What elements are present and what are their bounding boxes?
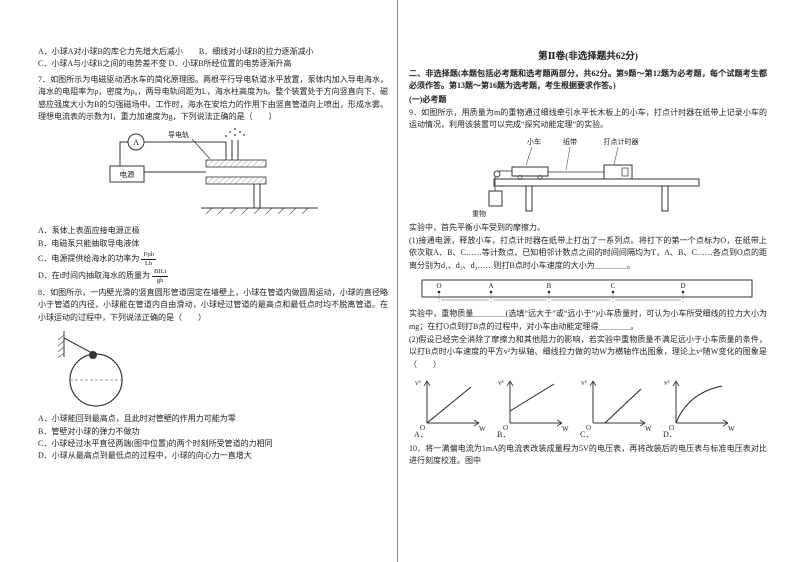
question-7-option-c: C．电源提供给海水的功率为 I²ρh Lb	[38, 251, 388, 267]
question-7-text: 7．如图所示为电磁驱动洒水车的简化原理图。两根平行导电轨道水平放置，泵体内加入导…	[38, 74, 388, 121]
y-axis-label: v²	[664, 379, 670, 387]
timer-label: 打点计时器	[603, 137, 638, 146]
section-ii-instructions: 二、非选择题(本题包括必考题和选考题两部分，共62分。第9题～第12题为必考题，…	[409, 68, 767, 91]
tape-label: 纸带	[563, 137, 577, 146]
tape-point-a: A	[488, 282, 493, 290]
graph-c-label: C．	[580, 430, 594, 440]
pulley-icon	[493, 170, 500, 178]
question-9-graph-options: v² W O A． v² W O B．	[413, 373, 767, 440]
question-7-figure: A 电源 导电轨	[109, 128, 318, 215]
ammeter-label: A	[133, 138, 139, 147]
ball-icon	[89, 351, 97, 360]
right-column: 第Ⅱ卷(非选择题共62分) 二、非选择题(本题包括必考题和选考题两部分，共62分…	[409, 50, 767, 469]
origin-label: O	[586, 424, 591, 432]
x-axis-label: W	[728, 425, 735, 433]
option-c-fraction: I²ρh Lb	[141, 251, 156, 267]
option-c-text: C．电源提供给海水的功率为	[38, 253, 140, 263]
question-8-option-b: B．管壁对小球的弹力不做功	[38, 426, 140, 436]
graph-a-label: A．	[414, 430, 428, 440]
option-d-fraction: BILt gh	[152, 268, 169, 284]
question-7-option-d: D．在t时间内抽取海水的质量为 BILt gh	[38, 268, 388, 284]
left-column: A．小球A对小球B的库仑力先增大后减小 B．细线对小球B的拉力逐渐减小 C．小球…	[38, 46, 388, 463]
power-supply-icon	[109, 165, 144, 183]
timer-icon	[603, 164, 632, 180]
question-7-option-b: B．电磁泵只能抽取导电液体	[38, 238, 140, 248]
section-ii-header: 第Ⅱ卷(非选择题共62分)	[538, 52, 638, 62]
weight-icon	[488, 190, 502, 207]
graph-b-label: B．	[497, 430, 511, 440]
y-axis-label: v²	[581, 379, 587, 387]
question-9-item-2: (2)假设已经完全消除了摩擦力和其他阻力的影响，若实验中重物质量不满足远小于小车…	[409, 335, 767, 369]
graph-option-b: v² W O B．	[496, 373, 570, 440]
y-axis-label: v²	[498, 379, 504, 387]
y-axis-label: v²	[415, 379, 421, 387]
question-8-option-c: C．小球经过水平直径两端(图中位置)的两个时刻所受管道的力相同	[38, 438, 273, 448]
column-divider	[397, 0, 398, 562]
origin-label: O	[503, 424, 508, 432]
graph-option-a: v² W O A．	[413, 373, 487, 440]
graph-option-d: v² W O D．	[662, 373, 736, 440]
prev-question-options-cd: C．小球A与小球B之间的电势差不变 D．小球B所经位置的电势逐渐升高	[38, 59, 292, 69]
question-8-text: 8．如图所示，一内壁光滑的竖直圆形管道固定在墙壁上，小球在管道内做圆周运动，小球…	[38, 288, 388, 322]
graph-d-label: D．	[663, 430, 677, 440]
x-axis-label: W	[562, 425, 569, 433]
required-questions-heading: (一)必考题	[409, 94, 447, 104]
origin-label: O	[669, 424, 674, 432]
origin-label: O	[420, 424, 425, 432]
table-top	[493, 178, 699, 187]
tape-point-b: B	[547, 282, 552, 290]
prev-question-options-ab: A．小球A对小球B的库仑力先增大后减小 B．细线对小球B的拉力逐渐减小	[38, 47, 314, 56]
question-9-tape-figure: O A B C D	[421, 279, 753, 303]
tape-point-d: D	[680, 282, 685, 290]
question-8-option-a: A．小球能回到最高点，且此时对管壁的作用力可能为零	[38, 414, 236, 424]
tape-strip	[421, 279, 753, 298]
question-8-option-d: D．小球从最高点到最低点的过程中，小球的向心力一直增大	[38, 451, 252, 461]
rail-label: 导电轨	[168, 130, 189, 139]
graph-option-c: v² W O C．	[579, 373, 653, 440]
x-axis-label: W	[645, 425, 652, 433]
cart-label: 小车	[527, 137, 541, 146]
link-rod	[63, 337, 93, 354]
tape-point-c: C	[611, 282, 616, 290]
option-d-text: D．在t时间内抽取海水的质量为	[38, 270, 150, 280]
x-axis-label: W	[479, 425, 486, 433]
question-8-figure	[57, 331, 123, 407]
question-9-text: 9．如图所示，用质量为m的重物通过细线牵引水平长木板上的小车，打点计时器在纸带上…	[409, 107, 767, 130]
question-7-option-a: A．泵体上表面应接电源正极	[38, 226, 140, 236]
question-9-item-1: (1)接通电源，释放小车，打点计时器在纸带上打出了一系列点。将打下的第一个点标为…	[409, 236, 767, 270]
question-9-note: 实验中，首先平衡小车受到的摩擦力。	[409, 222, 545, 232]
cart-icon	[511, 166, 548, 177]
question-10-text: 10．将一满偏电流为1mA的电流表改装成量程为5V的电压表，再将改装后的电压表与…	[409, 443, 767, 466]
question-9-blank-text: 实验中，重物质量＿＿＿＿(选填“远大于”或“远小于”)小车质量时，可认为小车所受…	[409, 309, 767, 331]
power-supply-label: 电源	[119, 169, 134, 179]
weight-label: 重物	[472, 209, 486, 218]
question-9-apparatus-figure: 小车 纸带 打点计时器 重物	[472, 137, 699, 218]
tape-point-o: O	[436, 282, 441, 290]
